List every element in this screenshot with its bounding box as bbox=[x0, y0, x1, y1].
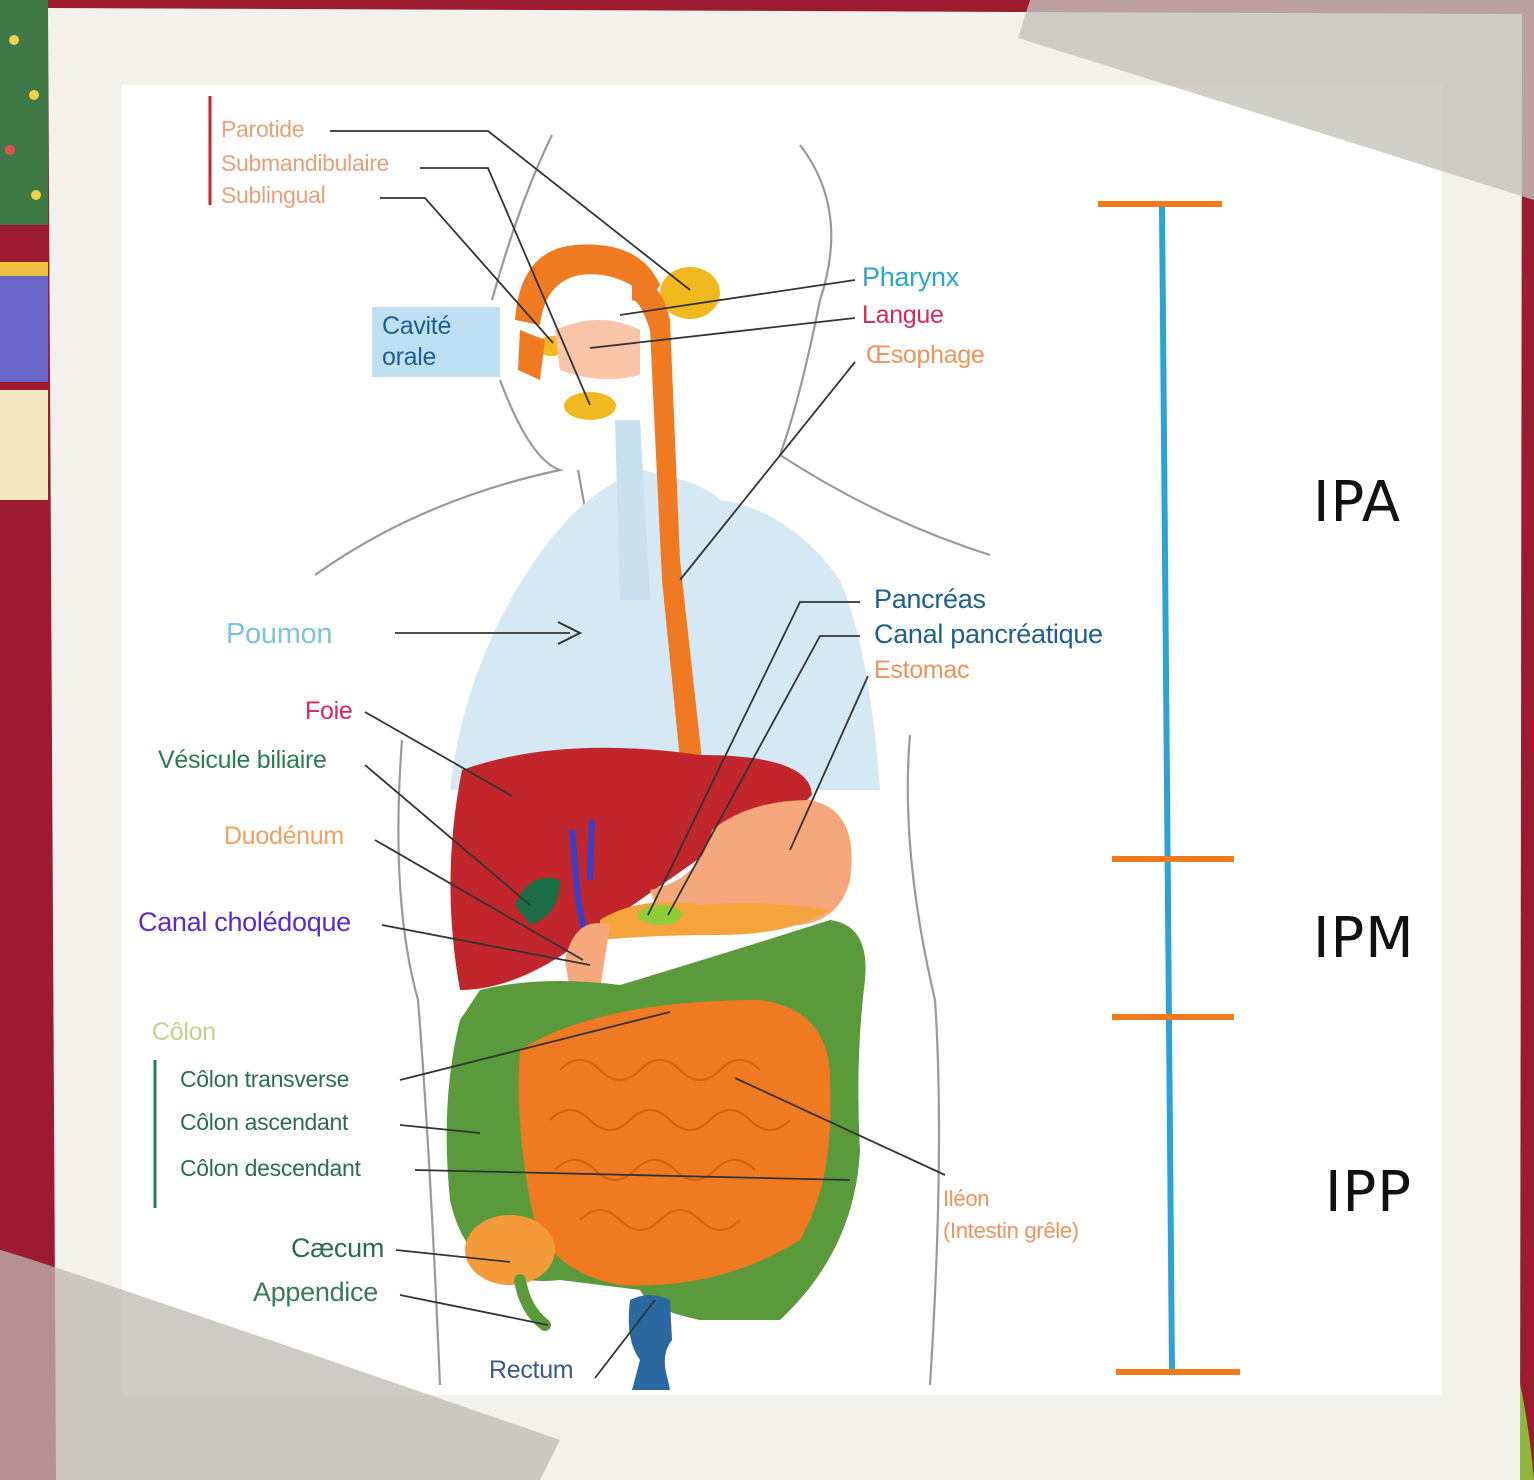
label-ileon-line1: Iléon bbox=[943, 1186, 989, 1212]
tongue bbox=[555, 320, 640, 379]
label-colon: Côlon bbox=[152, 1018, 216, 1047]
label-parotide: Parotide bbox=[221, 116, 304, 143]
label-vesicule-biliaire: Vésicule biliaire bbox=[158, 746, 327, 775]
label-cavite-line1: Cavité bbox=[382, 312, 451, 341]
pancreas-head bbox=[638, 905, 682, 925]
label-colon-descendant: Côlon descendant bbox=[180, 1155, 361, 1182]
small-intestine bbox=[519, 1000, 831, 1285]
label-ileon-line2: (Intestin grêle) bbox=[943, 1218, 1079, 1244]
label-sublingual: Sublingual bbox=[221, 182, 325, 209]
section-ipp: IPP bbox=[1325, 1160, 1412, 1225]
label-cavite-line2: orale bbox=[382, 343, 436, 372]
label-colon-ascendant: Côlon ascendant bbox=[180, 1109, 348, 1136]
section-ipa: IPA bbox=[1313, 470, 1401, 535]
label-canal-pancreatique: Canal pancréatique bbox=[874, 619, 1103, 650]
label-estomac: Estomac bbox=[874, 656, 969, 685]
label-langue: Langue bbox=[862, 301, 944, 330]
label-pancreas: Pancréas bbox=[874, 584, 986, 615]
label-submandibulaire: Submandibulaire bbox=[221, 150, 389, 177]
label-pharynx: Pharynx bbox=[862, 262, 959, 293]
label-colon-transverse: Côlon transverse bbox=[180, 1066, 349, 1093]
label-oesophage: Œsophage bbox=[866, 341, 985, 370]
submandibular-gland bbox=[564, 392, 616, 420]
section-ipm: IPM bbox=[1313, 906, 1415, 971]
label-canal-choledoque: Canal cholédoque bbox=[138, 907, 351, 938]
label-rectum: Rectum bbox=[489, 1356, 573, 1385]
label-duodenum: Duodénum bbox=[224, 822, 344, 851]
caecum bbox=[465, 1215, 555, 1285]
label-poumon: Poumon bbox=[226, 618, 332, 651]
label-caecum: Cæcum bbox=[291, 1233, 384, 1264]
gift-decoration bbox=[0, 262, 48, 500]
tree-decoration bbox=[0, 0, 48, 225]
label-appendice: Appendice bbox=[253, 1277, 378, 1308]
parotid-gland bbox=[660, 267, 720, 319]
label-foie: Foie bbox=[305, 697, 352, 726]
